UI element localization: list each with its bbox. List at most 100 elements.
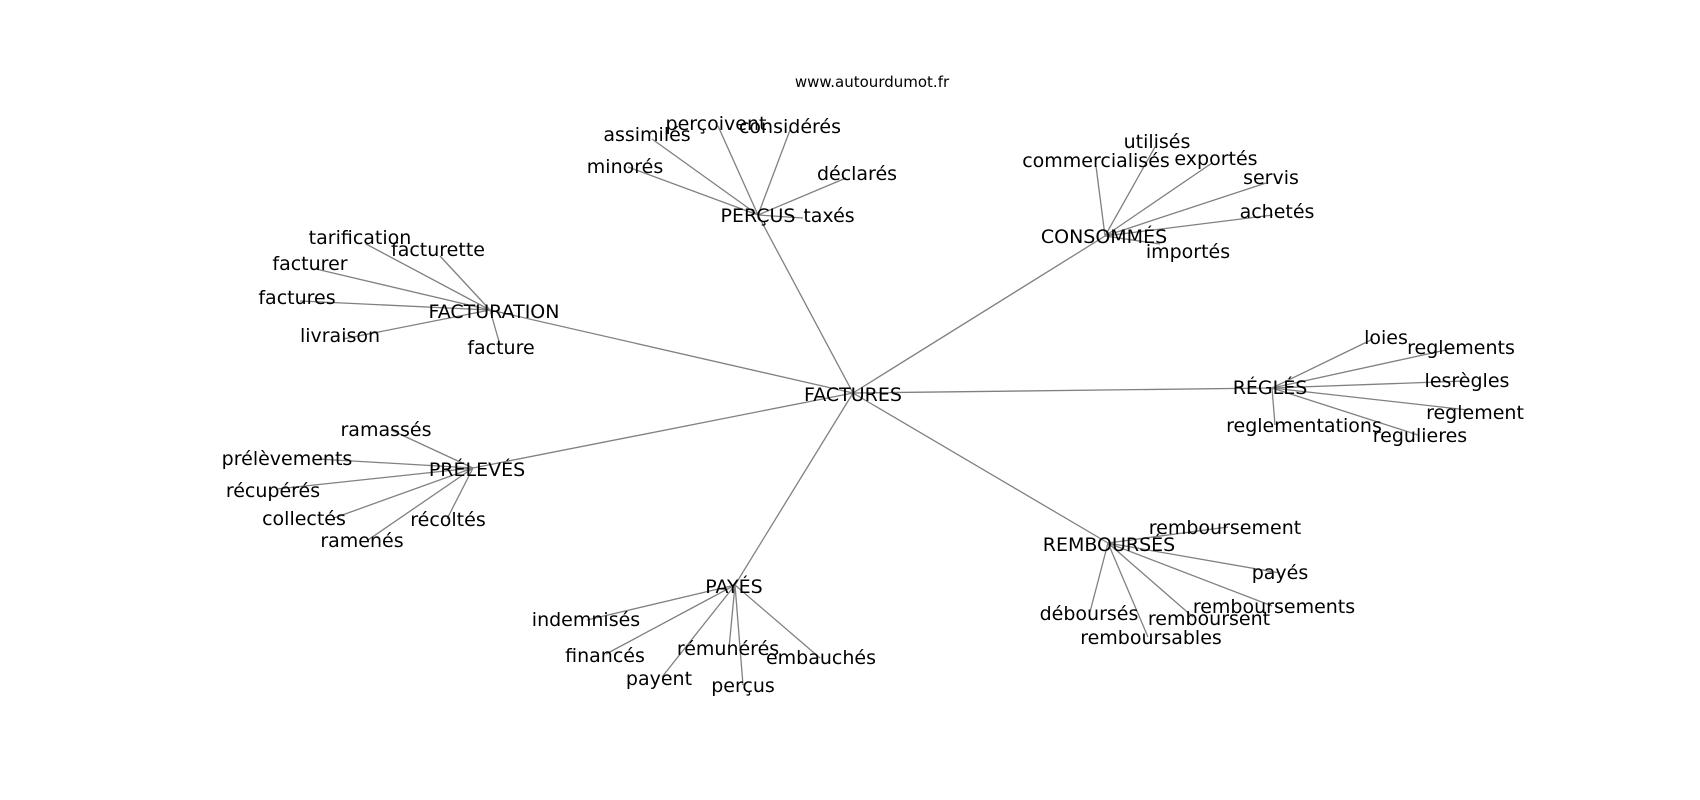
- edge-center-rembourses: [852, 392, 1109, 544]
- edge-preleves-word-0: [390, 429, 474, 469]
- edge-facturation-word-3: [299, 300, 491, 311]
- edge-facturation-word-5: [489, 309, 501, 346]
- edge-center-percus: [757, 214, 854, 394]
- word-node-label[interactable]: assimilés: [603, 124, 690, 146]
- word-node-label[interactable]: utilisés: [1124, 131, 1191, 153]
- edge-preleves-word-2: [276, 467, 474, 490]
- word-node-label[interactable]: facture: [467, 337, 534, 359]
- edge-facturation-word-1: [439, 255, 491, 311]
- word-node-label[interactable]: déclarés: [817, 163, 897, 185]
- group-node-label-facturation[interactable]: FACTURATION: [429, 301, 560, 323]
- edge-percus-word-3: [627, 166, 759, 216]
- edge-preleves-word-3: [333, 467, 474, 519]
- edge-preleves-word-5: [446, 467, 474, 520]
- edge-consommes-word-5: [1104, 235, 1161, 245]
- word-node-label[interactable]: collectés: [262, 508, 346, 530]
- edge-percus-word-5: [757, 214, 804, 219]
- word-node-label[interactable]: embauchés: [766, 647, 876, 669]
- edge-rembourses-word-0: [1107, 526, 1229, 544]
- word-node-label[interactable]: importés: [1146, 241, 1230, 263]
- word-node-label[interactable]: factures: [258, 287, 335, 309]
- word-node-label[interactable]: taxés: [803, 205, 854, 227]
- edge-center-consommes: [852, 235, 1106, 394]
- group-node-label-rembourses[interactable]: REMBOURSÉS: [1043, 533, 1176, 556]
- edge-consommes-word-0: [1095, 165, 1106, 237]
- edge-facturation-word-4: [342, 309, 491, 340]
- edge-payes-word-0: [586, 584, 736, 621]
- word-node-label[interactable]: facturer: [272, 253, 347, 275]
- edge-regles-word-0: [1271, 338, 1374, 389]
- word-node-label[interactable]: récoltés: [410, 509, 485, 531]
- word-node-label[interactable]: considérés: [739, 116, 841, 138]
- edge-center-regles: [852, 387, 1273, 394]
- edge-regles-word-3: [1271, 387, 1469, 411]
- word-node-label[interactable]: indemnisés: [532, 609, 640, 631]
- edge-facturation-word-2: [315, 268, 491, 311]
- edge-payes-word-2: [728, 584, 736, 649]
- edge-consommes-word-4: [1104, 214, 1274, 237]
- edge-rembourses-word-1: [1107, 542, 1281, 574]
- edge-center-payes: [734, 392, 854, 586]
- word-node-label[interactable]: livraison: [300, 325, 380, 347]
- edge-rembourses-word-2: [1107, 542, 1273, 607]
- edge-consommes-word-1: [1104, 146, 1156, 237]
- group-node-label-preleves[interactable]: PRÉLEVÉS: [429, 458, 525, 481]
- word-node-label[interactable]: ramassés: [341, 419, 432, 441]
- group-node-label-consommes[interactable]: CONSOMMÉS: [1041, 225, 1167, 248]
- edge-center-preleves: [472, 392, 854, 469]
- center-node-label[interactable]: FACTURES: [804, 384, 902, 406]
- edge-percus-word-0: [651, 138, 759, 216]
- word-node-label[interactable]: remboursements: [1193, 596, 1355, 618]
- word-node-label[interactable]: prélèvements: [222, 448, 353, 470]
- word-node-label[interactable]: récupérés: [226, 480, 320, 502]
- word-node-label[interactable]: ramenés: [320, 530, 403, 552]
- word-node-label[interactable]: remboursement: [1149, 517, 1301, 539]
- word-node-label[interactable]: facturette: [391, 239, 485, 261]
- watermark-url[interactable]: www.autourdumot.fr: [795, 73, 950, 91]
- word-node-label[interactable]: perçus: [711, 675, 775, 697]
- edge-preleves-word-4: [367, 467, 474, 541]
- word-node-label[interactable]: rémunérés: [677, 638, 779, 660]
- edge-consommes-word-3: [1104, 182, 1267, 237]
- edge-rembourses-word-4: [1107, 542, 1194, 618]
- edge-payes-word-1: [605, 584, 736, 655]
- word-node-label[interactable]: remboursables: [1080, 627, 1222, 649]
- word-node-label[interactable]: tarification: [309, 227, 412, 249]
- edge-preleves-word-1: [317, 458, 474, 469]
- word-node-label[interactable]: remboursent: [1148, 608, 1270, 630]
- word-node-label[interactable]: loies: [1364, 327, 1408, 349]
- word-node-label[interactable]: regulieres: [1373, 425, 1467, 447]
- edge-percus-word-4: [757, 177, 847, 216]
- edge-payes-word-4: [661, 584, 736, 678]
- word-node-label[interactable]: servis: [1243, 167, 1299, 189]
- edge-facturation-word-0: [365, 243, 491, 311]
- word-node-label[interactable]: reglements: [1407, 337, 1515, 359]
- edge-payes-word-3: [734, 584, 821, 659]
- word-node-label[interactable]: déboursés: [1040, 603, 1139, 625]
- word-node-label[interactable]: lesrègles: [1425, 370, 1510, 392]
- word-node-label[interactable]: payent: [626, 668, 692, 690]
- word-node-label[interactable]: perçoivent: [666, 113, 767, 135]
- graph-edges: [276, 125, 1469, 686]
- word-node-label[interactable]: payés: [1252, 562, 1309, 584]
- word-node-label[interactable]: commercialisés: [1022, 150, 1170, 172]
- group-node-label-regles[interactable]: RÉGLÉS: [1233, 376, 1308, 399]
- word-node-label[interactable]: financés: [565, 645, 645, 667]
- word-node-label[interactable]: achetés: [1240, 201, 1315, 223]
- word-node-label[interactable]: exportés: [1174, 148, 1257, 170]
- word-node-label[interactable]: reglement: [1426, 402, 1524, 424]
- word-node-label[interactable]: reglementations: [1226, 415, 1382, 437]
- edge-center-facturation: [489, 309, 854, 394]
- edge-regles-word-2: [1271, 380, 1466, 389]
- edge-percus-word-1: [717, 125, 759, 216]
- word-node-label[interactable]: minorés: [587, 156, 663, 178]
- edge-payes-word-5: [734, 584, 744, 686]
- edge-consommes-word-2: [1104, 162, 1213, 237]
- edge-regles-word-5: [1271, 387, 1419, 436]
- group-node-label-payes[interactable]: PAYÉS: [705, 575, 762, 598]
- group-node-label-percus[interactable]: PERÇUS: [721, 205, 796, 227]
- edge-regles-word-4: [1271, 387, 1276, 426]
- edge-percus-word-2: [757, 129, 791, 216]
